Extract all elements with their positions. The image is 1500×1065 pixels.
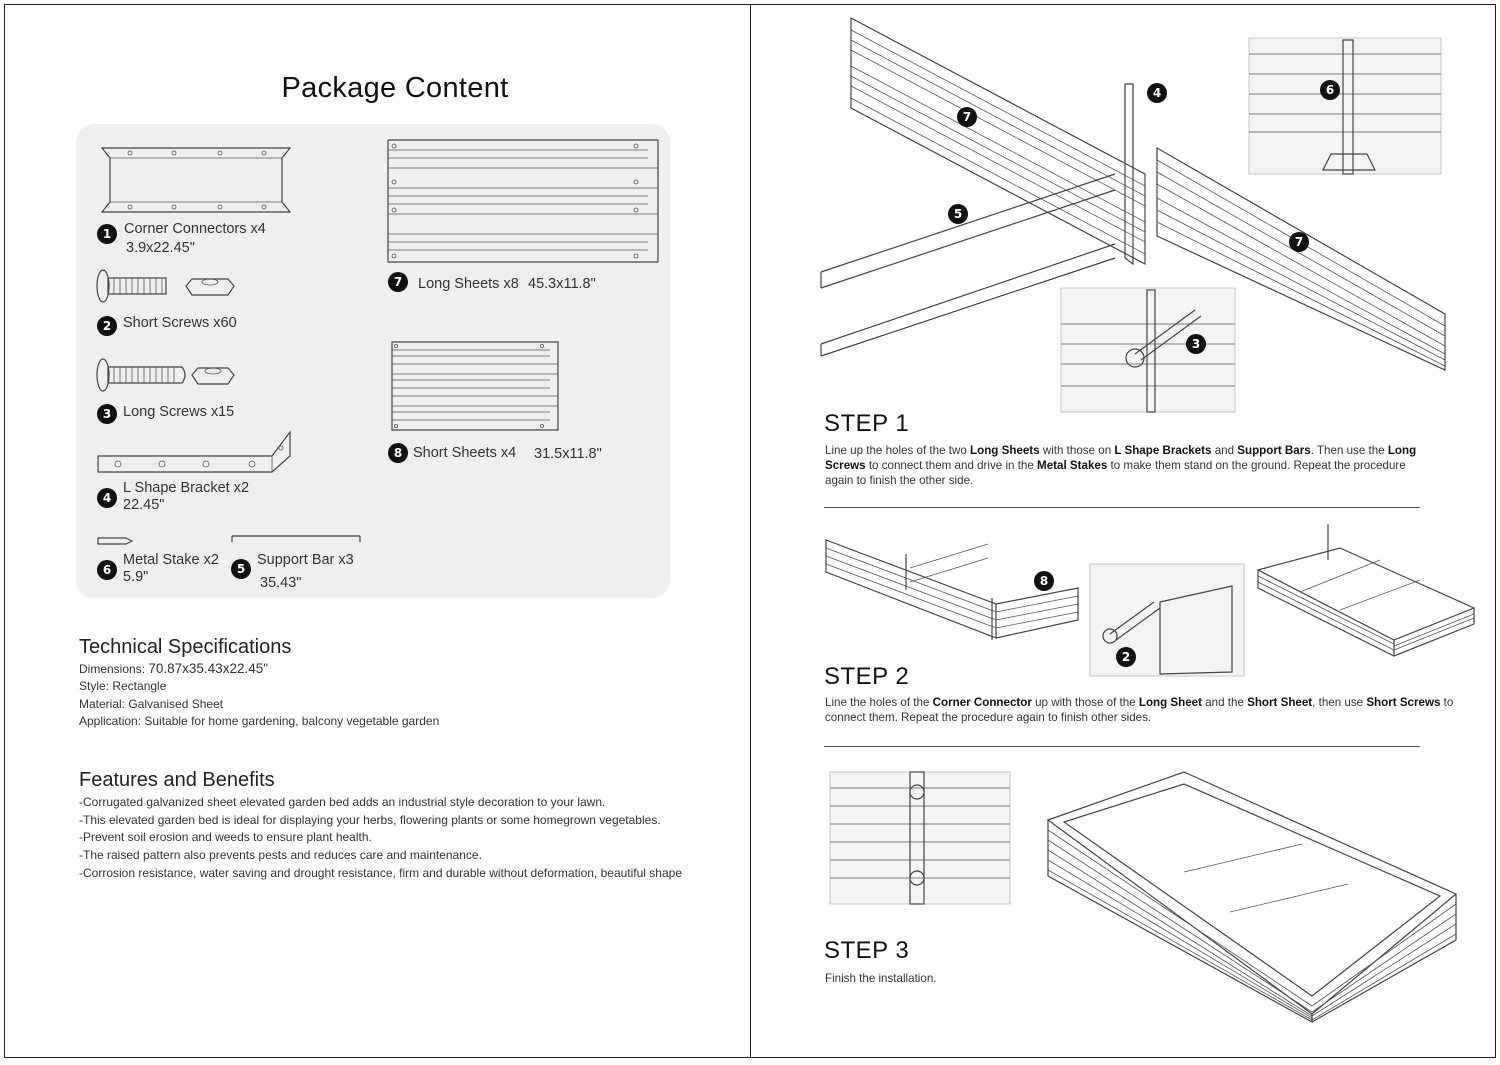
step-text-emphasis: L Shape Brackets (1114, 444, 1212, 457)
step2-callout: 8 (1034, 571, 1054, 591)
step-text-emphasis: Short Sheet (1247, 696, 1313, 709)
step3-text: Finish the installation. (825, 971, 1435, 986)
badge-6: 6 (97, 560, 117, 580)
step-text-emphasis: Metal Stakes (1037, 459, 1108, 472)
step1-callout: 7 (957, 107, 977, 127)
specs-title: Technical Specifications (79, 636, 292, 658)
specs-dimensions-label: Dimensions: (79, 662, 146, 676)
step3-diagram (829, 771, 1458, 1024)
step-text-run: and the (1201, 696, 1248, 709)
item-size-support-bar: 35.43" (260, 575, 302, 591)
item-label-corner-connectors: Corner Connectors x4 (124, 221, 266, 237)
step-text-run: with those on (1039, 444, 1115, 457)
step-text-emphasis: Long Sheet (1138, 696, 1202, 709)
item-label-long-screws: Long Screws x15 (123, 404, 235, 420)
step1-text: Line up the holes of the two Long Sheets… (825, 443, 1435, 488)
item-size-metal-stake: 5.9" (123, 569, 149, 585)
badge-2: 2 (97, 316, 117, 336)
short-screw-icon (96, 269, 235, 303)
long-screw-icon (96, 358, 235, 392)
step1-title: STEP 1 (824, 410, 910, 437)
badge-8: 8 (388, 443, 408, 463)
badge-3: 3 (97, 404, 117, 424)
step-text-emphasis: Long Sheets (970, 444, 1040, 457)
item-label-long-sheets: Long Sheets x8 (418, 276, 519, 292)
step-text-run: Line up the holes of the two (825, 444, 971, 457)
badge-7: 7 (388, 272, 408, 292)
step1-callout: 3 (1186, 334, 1206, 354)
step-text-emphasis: Long Screws (825, 444, 1417, 472)
specs-application: Application: Suitable for home gardening… (79, 714, 440, 728)
short-sheet-illustration (391, 341, 559, 431)
step-text-run: up with those of the (1031, 696, 1139, 709)
metal-stake-illustration (97, 537, 134, 545)
step2-title: STEP 2 (824, 663, 910, 690)
feature-item: -Prevent soil erosion and weeds to ensur… (79, 830, 372, 844)
badge-5: 5 (231, 559, 251, 579)
specs-style: Style: Rectangle (79, 679, 167, 693)
item-size-corner-connectors: 3.9x22.45" (126, 240, 195, 256)
step2-diagram (825, 524, 1476, 677)
item-label-support-bar: Support Bar x3 (257, 552, 354, 568)
specs-material: Material: Galvanised Sheet (79, 697, 224, 711)
item-label-short-screws: Short Screws x60 (123, 315, 237, 331)
package-content-panel (76, 124, 670, 598)
step-text-run: . Then use the (1310, 444, 1388, 457)
step2-text: Line the holes of the Corner Connector u… (825, 695, 1465, 725)
step-text-run: , then use (1312, 696, 1367, 709)
step-text-emphasis: Support Bars (1237, 444, 1311, 457)
support-bar-illustration (231, 535, 361, 542)
divider (824, 507, 1420, 508)
step-text-emphasis: Short Screws (1366, 696, 1441, 709)
step-text-run: Finish the installation. (825, 972, 937, 985)
specs-dimensions: Dimensions: 70.87x35.43x22.45" (79, 661, 268, 676)
step1-callout: 7 (1289, 232, 1309, 252)
badge-4: 4 (97, 488, 117, 508)
package-title: Package Content (281, 72, 509, 104)
step-text-run: and (1211, 444, 1238, 457)
step3-title: STEP 3 (824, 937, 910, 964)
divider (824, 746, 1420, 747)
step1-callout: 6 (1320, 80, 1340, 100)
feature-item: -This elevated garden bed is ideal for d… (79, 813, 661, 827)
item-label-l-bracket: L Shape Bracket x2 (123, 480, 250, 496)
step2-callout: 2 (1116, 647, 1136, 667)
feature-item: -Corrosion resistance, water saving and … (79, 866, 682, 880)
long-sheet-illustration (387, 139, 659, 263)
specs-dimensions-value: 70.87x35.43x22.45" (148, 661, 269, 676)
item-label-metal-stake: Metal Stake x2 (123, 552, 219, 568)
l-bracket-illustration (97, 430, 291, 473)
step1-callout: 4 (1147, 83, 1167, 103)
item-size-short-sheets: 31.5x11.8" (534, 446, 602, 462)
step1-diagram (820, 17, 1446, 413)
step-text-run: to connect them. Repeat the procedure ag… (825, 696, 1454, 724)
item-label-short-sheets: Short Sheets x4 (413, 445, 517, 461)
feature-item: -Corrugated galvanized sheet elevated ga… (79, 795, 606, 809)
step-text-run: to connect them and drive in the (865, 459, 1038, 472)
item-size-l-bracket: 22.45" (123, 497, 165, 513)
badge-1: 1 (97, 224, 117, 244)
item-size-long-sheets: 45.3x11.8" (528, 276, 596, 292)
step-text-run: Line the holes of the (825, 696, 933, 709)
step1-callout: 5 (948, 204, 968, 224)
step-text-run: to make them stand on the ground. Repeat… (825, 459, 1406, 487)
features-title: Features and Benefits (79, 769, 275, 791)
feature-item: -The raised pattern also prevents pests … (79, 848, 482, 862)
step-text-emphasis: Corner Connector (932, 696, 1032, 709)
corner-connector-illustration (100, 147, 292, 213)
